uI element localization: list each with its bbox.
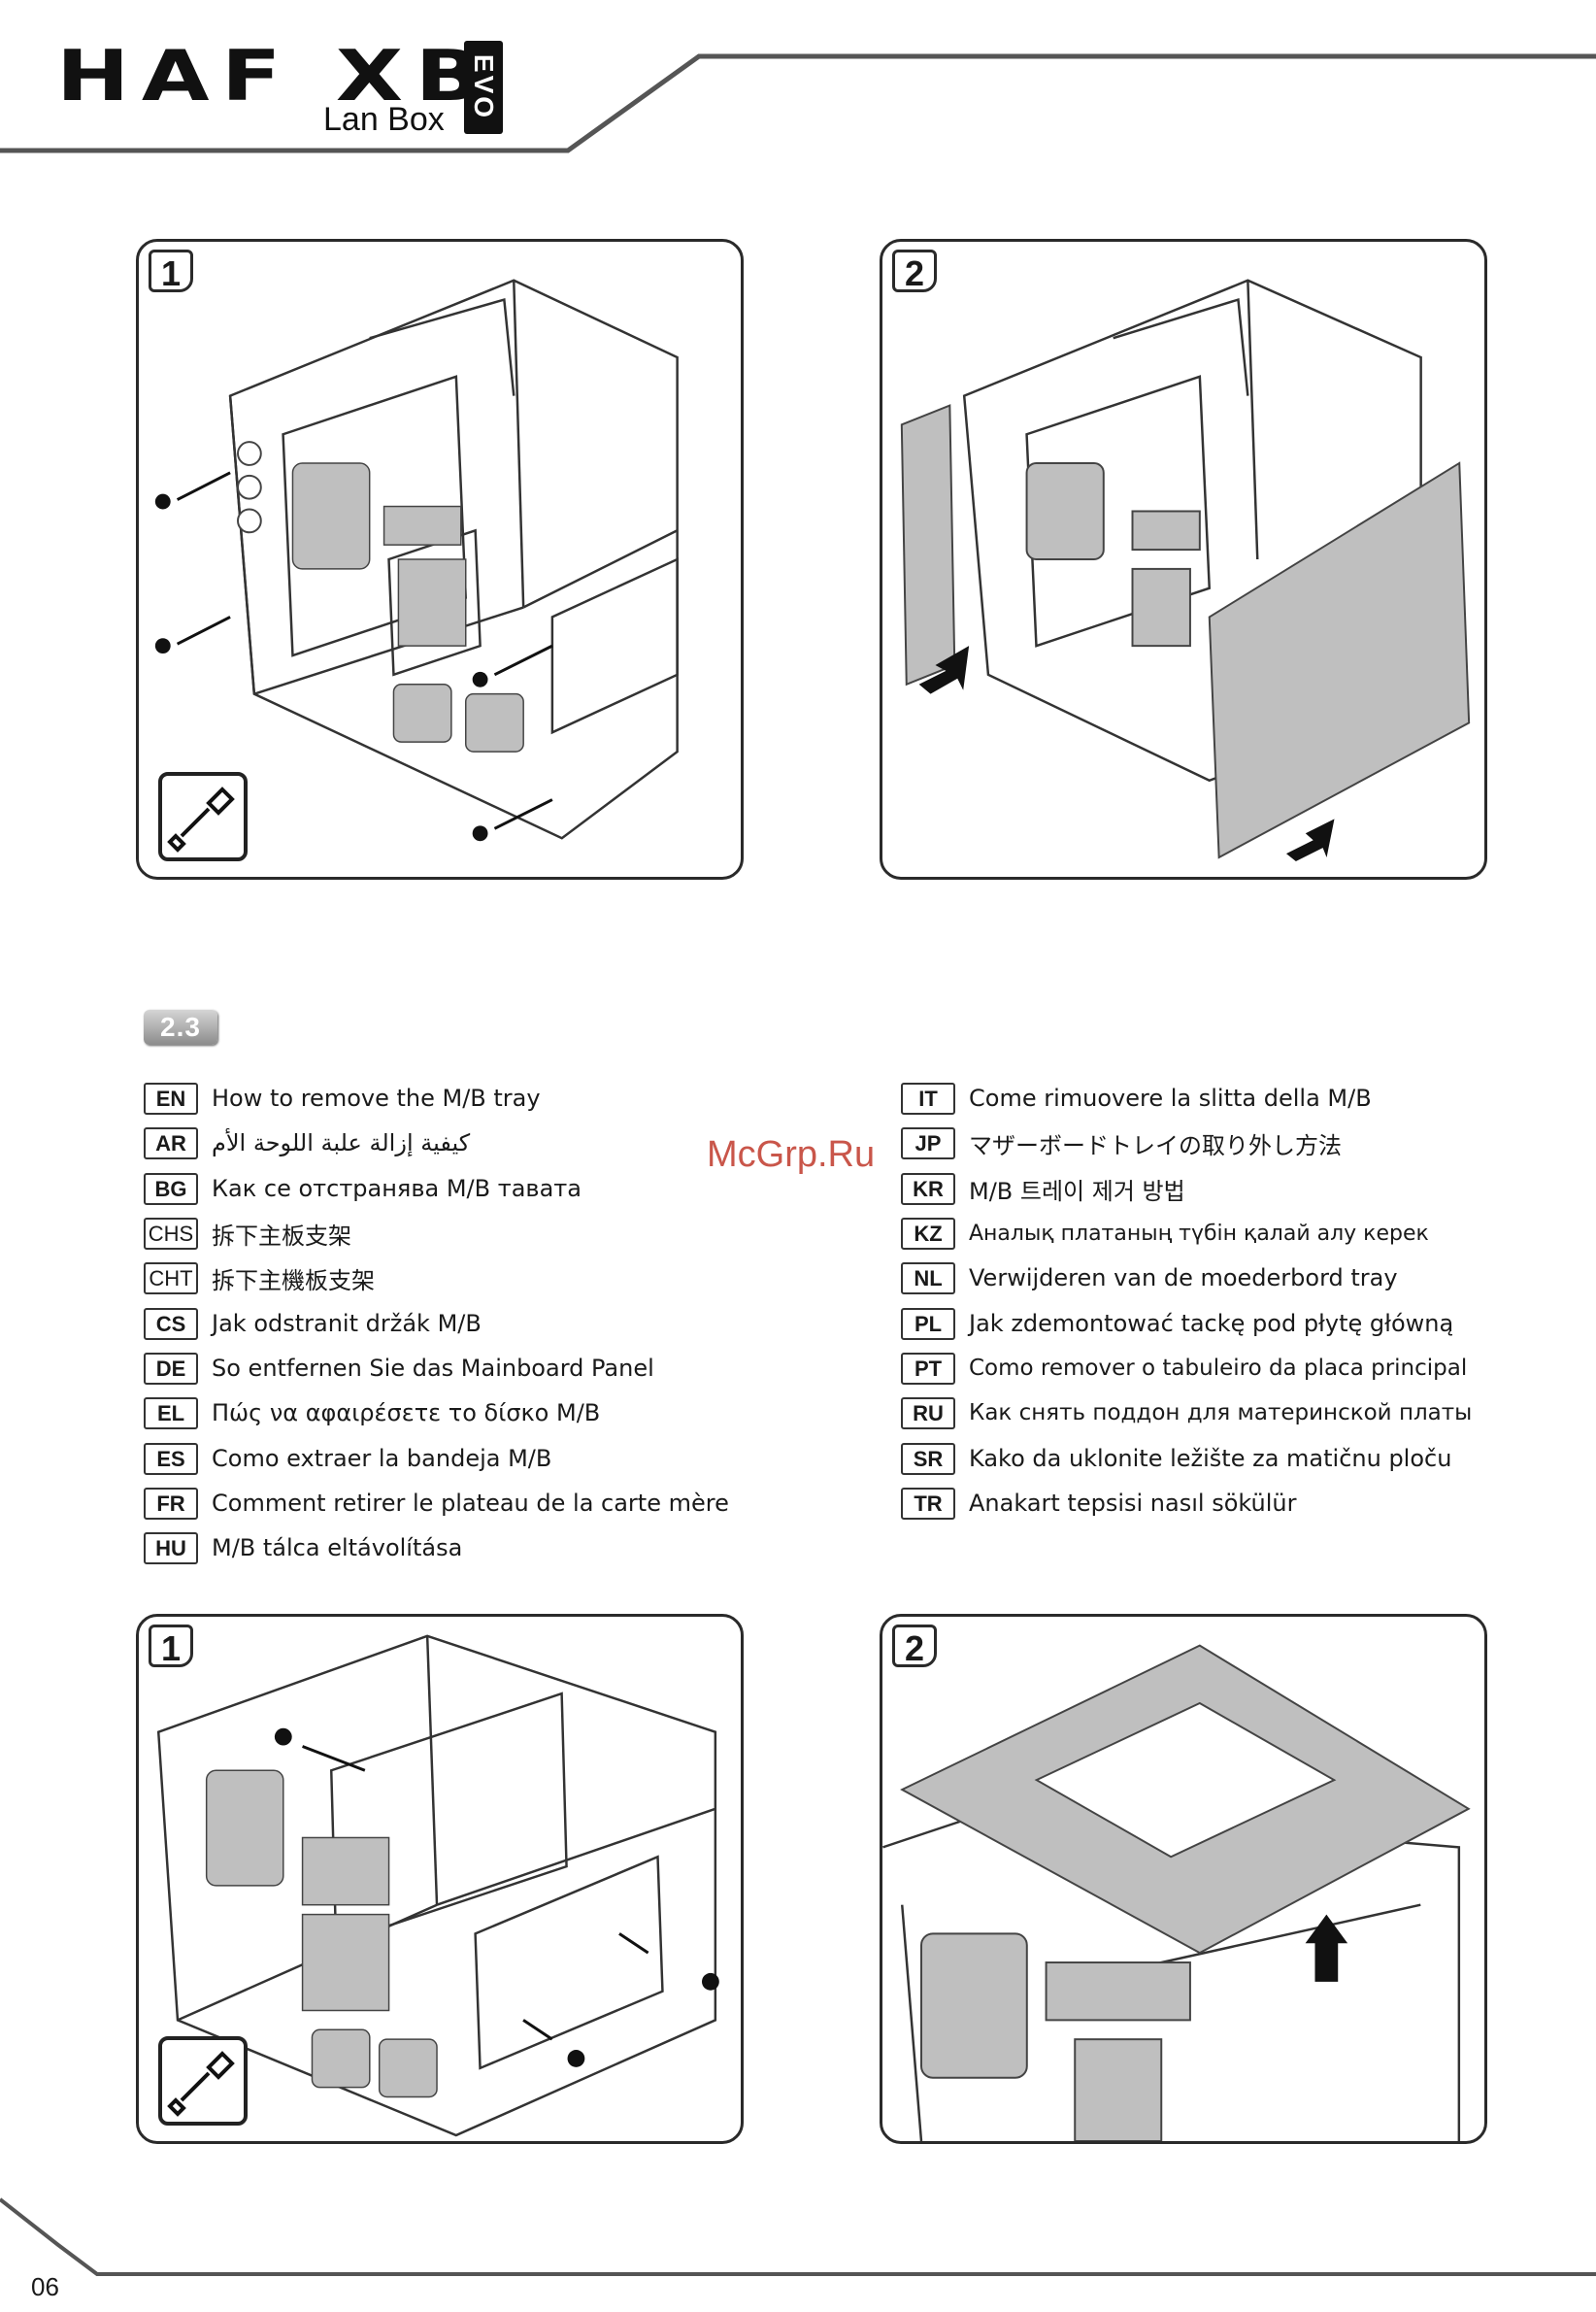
language-text: 拆下主機板支架 (212, 1266, 375, 1294)
language-code: HU (144, 1531, 198, 1564)
language-code: AR (144, 1126, 198, 1159)
language-code: IT (901, 1082, 955, 1115)
language-text: Como extraer la bandeja M/B (212, 1445, 552, 1472)
language-item-jp: JP マザーボードトレイの取り外し方法 (901, 1126, 1342, 1159)
language-item-it: IT Come rimuovere la slitta della M/B (901, 1082, 1372, 1115)
language-item-es: ES Como extraer la bandeja M/B (144, 1442, 552, 1475)
language-item-cht: CHT 拆下主機板支架 (144, 1261, 375, 1294)
language-text: Jak zdemontować tackę pod płytę główną (969, 1310, 1454, 1337)
step-number: 1 (149, 250, 193, 293)
language-item-sr: SR Kako da uklonite ležište za matičnu pl… (901, 1442, 1452, 1475)
language-text: Verwijderen van de moederbord tray (969, 1264, 1398, 1291)
language-text: M/B tálca eltávolítása (212, 1534, 463, 1561)
language-code: CS (144, 1307, 198, 1340)
language-code: TR (901, 1487, 955, 1520)
language-item-ar: AR كيفية إزالة علبة اللوحة الأم (144, 1126, 471, 1159)
language-code: NL (901, 1261, 955, 1294)
language-code: PL (901, 1307, 955, 1340)
language-text: マザーボードトレイの取り外し方法 (969, 1131, 1342, 1159)
language-text: Como remover o tabuleiro da placa princi… (969, 1356, 1468, 1381)
watermark-text: McGrp.Ru (707, 1134, 876, 1175)
language-item-cs: CS Jak odstranit držák M/B (144, 1307, 482, 1340)
language-item-kr: KR M/B 트레이 제거 방법 (901, 1172, 1185, 1205)
tray-screws-illustration (156, 1634, 719, 2137)
language-code: EN (144, 1082, 198, 1115)
illustration-panel-top-right: 2 (880, 239, 1487, 880)
language-code: KZ (901, 1217, 955, 1250)
logo-badge-text: EVO (469, 53, 499, 121)
language-code: RU (901, 1396, 955, 1429)
language-code: JP (901, 1126, 955, 1159)
language-text: How to remove the M/B tray (212, 1085, 541, 1112)
illustration-panel-bottom-right: 2 (880, 1614, 1487, 2144)
language-code: ES (144, 1442, 198, 1475)
language-code: SR (901, 1442, 955, 1475)
screwdriver-icon (158, 772, 248, 861)
language-item-tr: TR Anakart tepsisi nasıl sökülür (901, 1487, 1297, 1520)
language-text: Πώς να αφαιρέσετε το δίσκο M/B (212, 1399, 601, 1426)
step-number: 2 (892, 1625, 937, 1668)
language-text: Come rimuovere la slitta della M/B (969, 1085, 1372, 1112)
language-item-el: EL Πώς να αφαιρέσετε το δίσκο M/B (144, 1396, 601, 1429)
language-item-chs: CHS 拆下主板支架 (144, 1217, 351, 1250)
language-item-ru: RU Как снять поддон для материнской платы (901, 1396, 1473, 1429)
language-text: Comment retirer le plateau de la carte m… (212, 1490, 729, 1517)
language-code: FR (144, 1487, 198, 1520)
language-text: M/B 트레이 제거 방법 (969, 1177, 1185, 1205)
language-text: Аналық платаның түбін қалай алу керек (969, 1221, 1429, 1246)
language-code: EL (144, 1396, 198, 1429)
language-text: Kako da uklonite ležište za matičnu ploč… (969, 1445, 1452, 1472)
brand-logo: HAF XB Lan Box EVO (56, 37, 513, 140)
language-text: So entfernen Sie das Mainboard Panel (212, 1355, 654, 1382)
language-text: Jak odstranit držák M/B (212, 1310, 482, 1337)
language-item-fr: FR Comment retirer le plateau de la carte… (144, 1487, 729, 1520)
language-item-pt: PT Como remover o tabuleiro da placa prin… (901, 1352, 1468, 1385)
section-number-badge: 2.3 (144, 1010, 217, 1045)
language-item-bg: BG Как се отстранява M/B тавата (144, 1172, 582, 1205)
language-code: CHS (144, 1217, 198, 1250)
language-code: CHT (144, 1261, 198, 1294)
screwdriver-icon (158, 2036, 248, 2126)
language-text: 拆下主板支架 (212, 1222, 351, 1250)
logo-subtitle: Lan Box (323, 101, 445, 138)
language-item-en: EN How to remove the M/B tray (144, 1082, 541, 1115)
step-number: 2 (892, 250, 937, 293)
language-code: DE (144, 1352, 198, 1385)
language-code: PT (901, 1352, 955, 1385)
language-item-nl: NL Verwijderen van de moederbord tray (901, 1261, 1398, 1294)
illustration-panel-bottom-left: 1 (136, 1614, 744, 2144)
language-item-hu: HU M/B tálca eltávolítása (144, 1531, 463, 1564)
logo-badge: EVO (464, 41, 503, 134)
step-number: 1 (149, 1625, 193, 1668)
language-item-de: DE So entfernen Sie das Mainboard Panel (144, 1352, 654, 1385)
language-text: Как снять поддон для материнской платы (969, 1400, 1473, 1425)
side-panel-removal-illustration (900, 279, 1471, 861)
logo-title: HAF XB (56, 35, 494, 117)
tray-lift-illustration (882, 1644, 1471, 2141)
language-code: BG (144, 1172, 198, 1205)
case-rear-screws-illustration (154, 279, 679, 842)
page-number: 06 (31, 2272, 59, 2301)
language-item-pl: PL Jak zdemontować tackę pod płytę główną (901, 1307, 1454, 1340)
language-text: كيفية إزالة علبة اللوحة الأم (212, 1129, 471, 1156)
illustration-panel-top-left: 1 (136, 239, 744, 880)
language-code: KR (901, 1172, 955, 1205)
language-item-kz: KZ Аналық платаның түбін қалай алу керек (901, 1217, 1429, 1250)
language-text: Anakart tepsisi nasıl sökülür (969, 1490, 1297, 1517)
language-text: Как се отстранява M/B тавата (212, 1175, 582, 1202)
